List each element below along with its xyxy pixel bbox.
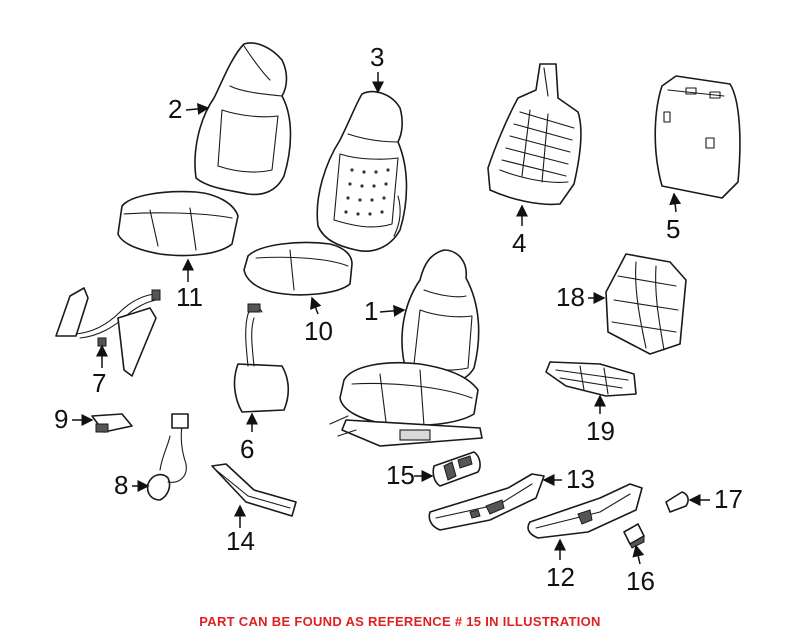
- part-14-side-trim[interactable]: [211, 463, 297, 517]
- svg-text:7: 7: [92, 368, 106, 398]
- callout-3: 3: [370, 42, 384, 94]
- svg-text:4: 4: [512, 228, 526, 258]
- svg-text:2: 2: [168, 94, 182, 124]
- svg-text:14: 14: [226, 526, 255, 556]
- callout-16: 16: [626, 544, 655, 596]
- part-18-heating-mat[interactable]: [605, 253, 687, 355]
- callout-17: 17: [688, 484, 743, 514]
- svg-text:1: 1: [364, 296, 378, 326]
- callout-15: 15: [386, 460, 434, 490]
- callout-5: 5: [666, 192, 682, 244]
- callout-4: 4: [512, 204, 528, 258]
- part-17-lever-cap[interactable]: [665, 491, 689, 513]
- callout-9: 9: [54, 404, 94, 434]
- callout-11: 11: [176, 258, 203, 312]
- svg-text:19: 19: [586, 416, 615, 446]
- svg-text:8: 8: [114, 470, 128, 500]
- part-5-seat-back-panel[interactable]: [654, 75, 741, 199]
- svg-text:17: 17: [714, 484, 743, 514]
- part-10-seat-cushion-pad[interactable]: [243, 241, 353, 296]
- part-4-seat-back-frame[interactable]: [487, 63, 582, 206]
- callout-7: 7: [92, 344, 108, 398]
- svg-text:12: 12: [546, 562, 575, 592]
- svg-text:3: 3: [370, 42, 384, 72]
- reference-note: PART CAN BE FOUND AS REFERENCE # 15 IN I…: [199, 614, 601, 629]
- part-8-seatbelt-sensor[interactable]: [146, 413, 189, 501]
- callout-19: 19: [586, 394, 615, 446]
- frame-slats: [501, 109, 575, 183]
- callout-6: 6: [240, 412, 258, 464]
- part-3-perforated-seat-back[interactable]: [316, 90, 408, 252]
- part-11-seat-cushion-cover[interactable]: [117, 190, 239, 257]
- svg-text:11: 11: [176, 282, 203, 312]
- callout-12: 12: [546, 538, 575, 592]
- svg-text:15: 15: [386, 460, 415, 490]
- svg-text:5: 5: [666, 214, 680, 244]
- part-7-wiring-harness[interactable]: [55, 287, 161, 377]
- part-16-adjuster-knob[interactable]: [623, 523, 645, 549]
- svg-text:16: 16: [626, 566, 655, 596]
- callout-8: 8: [114, 470, 150, 500]
- callout-1: 1: [364, 296, 406, 326]
- callout-18: 18: [556, 282, 606, 312]
- svg-text:6: 6: [240, 434, 254, 464]
- part-13-seat-side-trim[interactable]: [428, 473, 545, 531]
- part-2-seat-back-cover[interactable]: [194, 42, 292, 196]
- svg-text:18: 18: [556, 282, 585, 312]
- part-6-occupancy-sensor[interactable]: [233, 303, 290, 413]
- svg-text:10: 10: [304, 316, 333, 346]
- callout-13: 13: [542, 464, 595, 494]
- part-9-sensor-module[interactable]: [91, 413, 133, 433]
- part-1-seat-assembly[interactable]: [329, 249, 483, 447]
- svg-text:13: 13: [566, 464, 595, 494]
- part-15-seat-switch[interactable]: [432, 451, 481, 487]
- callout-2: 2: [168, 94, 210, 124]
- perforation-dots: [344, 168, 390, 216]
- part-19-cushion-heating-mat[interactable]: [545, 361, 637, 397]
- callout-14: 14: [226, 504, 255, 556]
- svg-text:9: 9: [54, 404, 68, 434]
- part-12-outer-side-trim[interactable]: [527, 483, 643, 539]
- callout-10: 10: [304, 296, 333, 346]
